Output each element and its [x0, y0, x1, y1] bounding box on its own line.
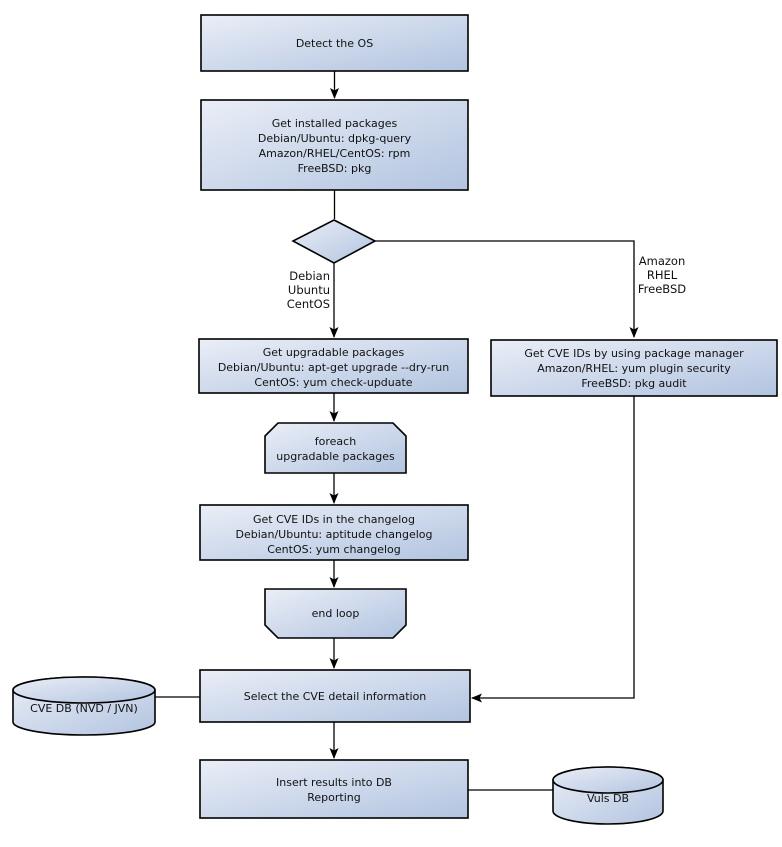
insert-results-line-1: Insert results into DB: [276, 776, 392, 789]
vuls-db-label: Vuls DB: [587, 792, 629, 805]
edge-pkg-manager-to-select: [471, 396, 635, 703]
node-insert-results: Insert results into DB Reporting: [199, 759, 469, 819]
get-cve-changelog-line-2: Debian/Ubuntu: aptitude changelog: [235, 528, 432, 541]
insert-results-line-2: Reporting: [307, 791, 360, 804]
end-loop-shape: [264, 588, 407, 639]
get-cve-changelog-line-3: CentOS: yum changelog: [267, 543, 401, 556]
node-cve-db: CVE DB (NVD / JVN): [12, 676, 156, 736]
get-installed-line-2: Debian/Ubuntu: dpkg-query: [258, 132, 412, 145]
edge-label-left-line-1: Debian: [289, 269, 330, 283]
node-get-installed: Get installed packages Debian/Ubuntu: dp…: [200, 99, 469, 191]
get-cve-pkg-manager-box: [490, 339, 778, 397]
node-get-cve-changelog: Get CVE IDs in the changelog Debian/Ubun…: [199, 504, 469, 561]
edge-label-right-line-3: FreeBSD: [638, 282, 686, 296]
edge-label-left-branch: Debian Ubuntu CentOS: [287, 269, 330, 311]
edge-decision-to-pkg-manager: [375, 240, 639, 338]
get-upgradable-line-2: Debian/Ubuntu: apt-get upgrade --dry-run: [218, 361, 449, 374]
edge-label-left-line-2: Ubuntu: [288, 283, 330, 297]
cve-db-cylinder-top: [12, 676, 156, 704]
vuls-db-cylinder-top: [552, 766, 664, 794]
get-cve-changelog-line-1: Get CVE IDs in the changelog: [253, 513, 415, 526]
get-cve-changelog-box: [199, 504, 469, 561]
get-cve-pkg-manager-line-1: Get CVE IDs by using package manager: [524, 347, 744, 360]
get-installed-line-1: Get installed packages: [272, 117, 398, 130]
select-cve-detail-box: [199, 669, 471, 723]
edge-label-left-line-3: CentOS: [287, 297, 330, 311]
node-detect-os: Detect the OS: [200, 14, 469, 72]
foreach-loop-line-1: foreach: [315, 435, 356, 448]
get-cve-pkg-manager-line-3: FreeBSD: pkg audit: [581, 377, 687, 390]
node-os-decision: [291, 219, 377, 264]
foreach-loop-shape: [264, 422, 407, 474]
os-decision-diamond: [291, 219, 377, 264]
node-foreach-loop: foreach upgradable packages: [264, 422, 407, 474]
get-upgradable-line-1: Get upgradable packages: [263, 346, 405, 359]
edges: [155, 71, 639, 791]
get-installed-line-3: Amazon/RHEL/CentOS: rpm: [259, 147, 411, 160]
insert-results-box: [199, 759, 469, 819]
node-get-cve-pkg-manager: Get CVE IDs by using package manager Ama…: [490, 339, 778, 397]
edge-label-right-line-1: Amazon: [639, 254, 685, 268]
edge-label-right-line-2: RHEL: [647, 268, 678, 282]
cve-db-label: CVE DB (NVD / JVN): [30, 702, 138, 715]
node-vuls-db: Vuls DB: [552, 766, 664, 825]
detect-os-box: [200, 14, 469, 72]
edge-label-right-branch: Amazon RHEL FreeBSD: [638, 254, 686, 296]
detect-os-label: Detect the OS: [296, 37, 373, 50]
get-installed-box: [200, 99, 469, 191]
node-end-loop: end loop: [264, 588, 407, 639]
node-get-upgradable: Get upgradable packages Debian/Ubuntu: a…: [198, 338, 469, 394]
get-cve-pkg-manager-line-2: Amazon/RHEL: yum plugin security: [537, 362, 731, 375]
get-upgradable-box: [198, 338, 469, 394]
foreach-loop-line-2: upgradable packages: [276, 450, 395, 463]
node-select-cve-detail: Select the CVE detail information: [199, 669, 471, 723]
select-cve-detail-label: Select the CVE detail information: [244, 690, 427, 703]
end-loop-label: end loop: [312, 607, 360, 620]
get-upgradable-line-3: CentOS: yum check-upduate: [254, 376, 412, 389]
get-installed-line-4: FreeBSD: pkg: [298, 162, 372, 175]
